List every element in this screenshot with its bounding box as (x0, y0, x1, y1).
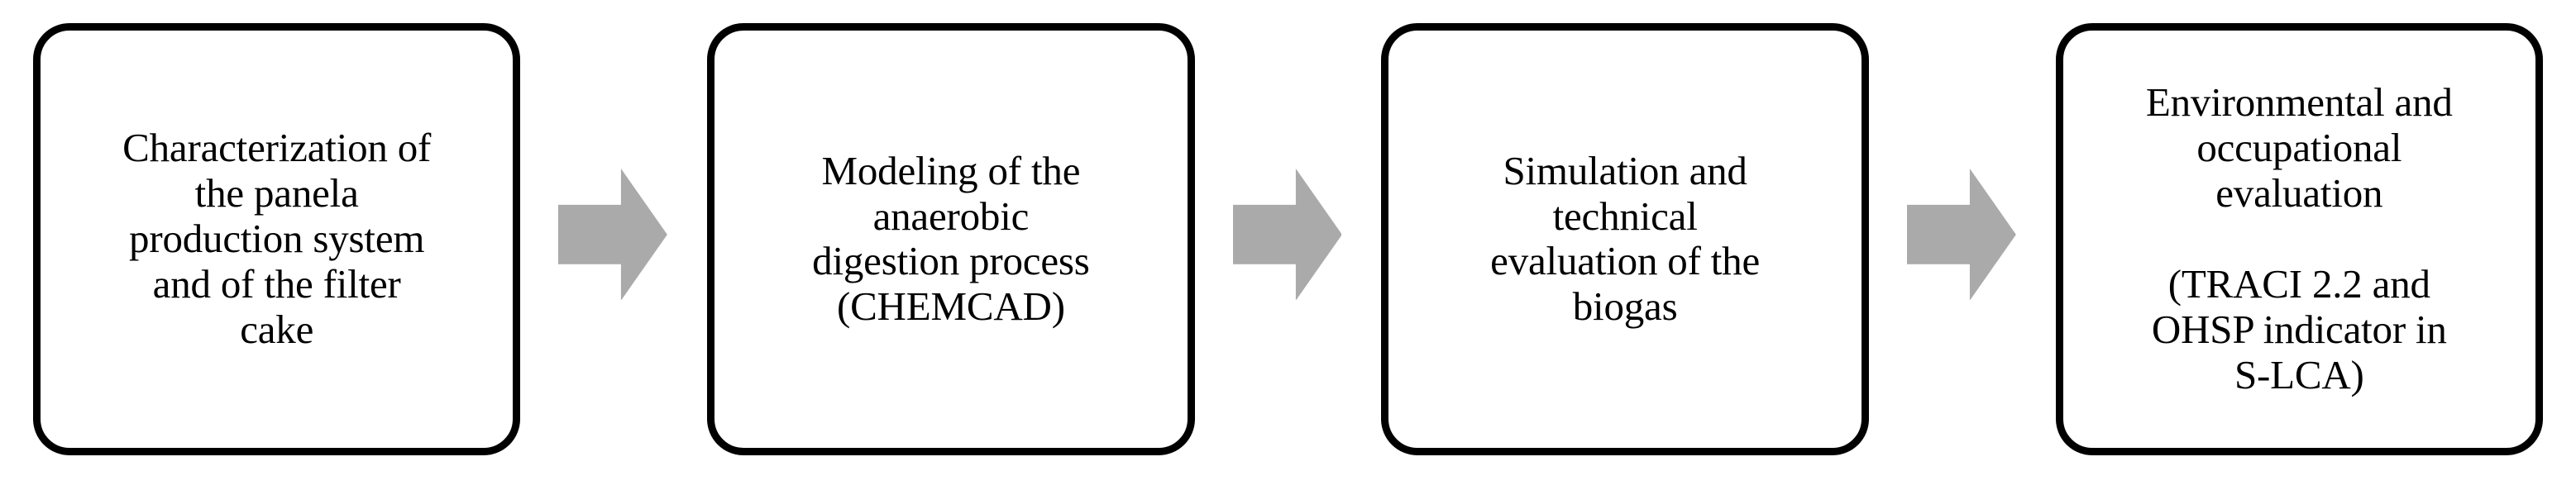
process-box-label: Simulation and technical evaluation of t… (1490, 147, 1761, 330)
process-box-label: Characterization of the panela productio… (122, 125, 432, 352)
arrow-step2-to-step3 (1232, 168, 1342, 301)
process-box-evaluation[interactable]: Environmental and occupational evaluatio… (2055, 22, 2544, 456)
process-box-label: Environmental and occupational evaluatio… (2145, 79, 2453, 397)
arrow-step3-to-step4 (1906, 168, 2016, 301)
process-box-label: Modeling of the anaerobic digestion proc… (812, 147, 1090, 330)
process-box-simulation[interactable]: Simulation and technical evaluation of t… (1381, 22, 1869, 456)
process-box-modeling[interactable]: Modeling of the anaerobic digestion proc… (707, 22, 1195, 456)
arrow-step1-to-step2 (558, 168, 668, 301)
process-box-characterization[interactable]: Characterization of the panela productio… (32, 22, 521, 456)
